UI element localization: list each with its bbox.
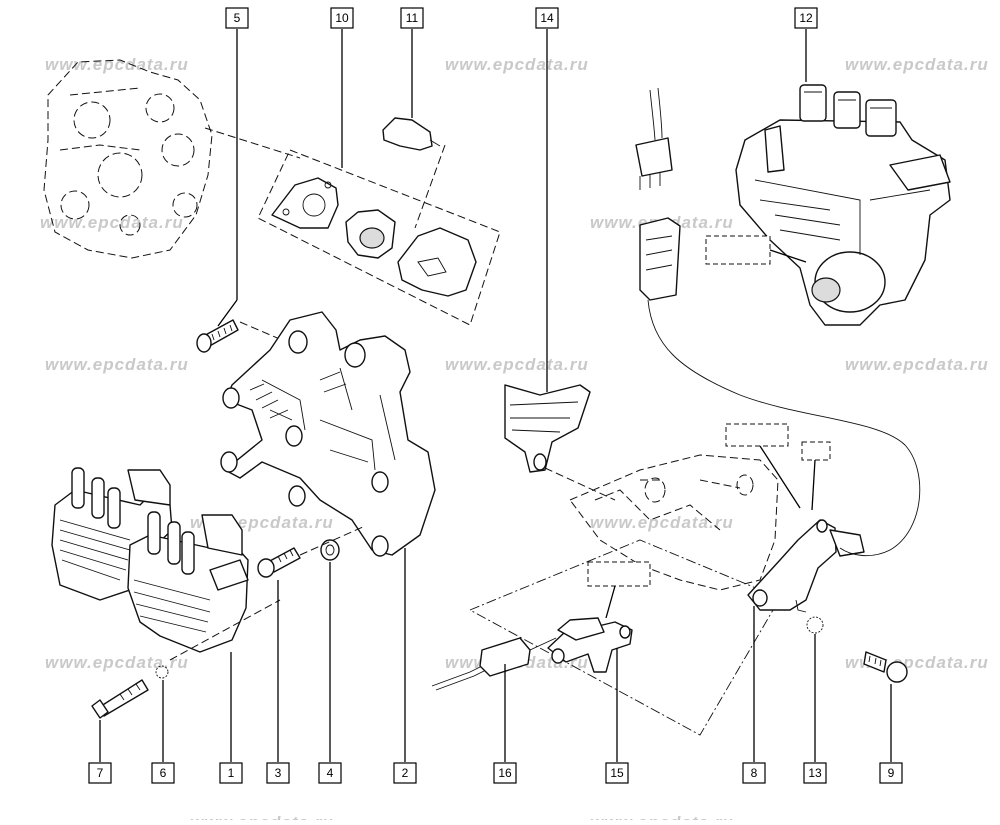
watermark: www.epcdata.ru xyxy=(45,355,189,374)
callout-label: 13 xyxy=(808,766,822,780)
heat-shield xyxy=(504,384,591,473)
callout-label: 11 xyxy=(406,11,419,25)
watermark: www.epcdata.ru xyxy=(45,55,189,74)
speed-sensor xyxy=(747,519,865,613)
callout-label: 2 xyxy=(402,766,409,780)
watermark: www.epcdata.ru xyxy=(845,355,989,374)
callout-9: 9 xyxy=(879,762,903,784)
watermark: www.epcdata.ru xyxy=(45,653,189,672)
callout-label: 1 xyxy=(228,766,235,780)
reference-box xyxy=(587,561,651,587)
bolt-3 xyxy=(257,547,301,578)
watermark: www.epcdata.ru xyxy=(590,513,734,532)
bolt-9 xyxy=(863,651,908,683)
callout-label: 15 xyxy=(610,766,624,780)
reference-box xyxy=(801,441,831,461)
callout-8: 8 xyxy=(742,762,766,784)
reference-box xyxy=(705,235,771,265)
callout-7: 7 xyxy=(88,762,112,784)
callout-13: 13 xyxy=(803,762,827,784)
callout-2: 2 xyxy=(393,762,417,784)
leader-lines xyxy=(99,29,892,762)
reference-box xyxy=(725,423,789,447)
cam-sensor-assembly-group xyxy=(257,149,501,326)
tdc-sensor xyxy=(547,617,633,673)
watermark: www.epcdata.ru xyxy=(190,813,334,820)
sensor-cable-connector xyxy=(431,637,557,691)
callout-14: 14 xyxy=(535,7,559,29)
dashed-link xyxy=(204,127,301,159)
callout-label: 9 xyxy=(888,766,895,780)
callout-label: 16 xyxy=(498,766,512,780)
callout-label: 12 xyxy=(799,11,813,25)
mounting-bracket xyxy=(220,311,436,557)
callout-label: 14 xyxy=(540,11,554,25)
mount-plane-outline xyxy=(468,539,781,736)
engine-block-illustration xyxy=(43,59,213,259)
callout-label: 3 xyxy=(275,766,282,780)
watermark: www.epcdata.ru xyxy=(445,55,589,74)
reference-arrow xyxy=(759,445,801,509)
bolt-7 xyxy=(91,679,149,719)
callout-3: 3 xyxy=(266,762,290,784)
lock-washer-6 xyxy=(155,665,169,679)
dashed-link xyxy=(169,599,281,661)
dashed-link xyxy=(544,467,616,501)
reference-arrow xyxy=(769,249,807,263)
callout-label: 6 xyxy=(160,766,167,780)
wiring-harness xyxy=(635,87,921,557)
ignition-coil-pack xyxy=(51,467,249,653)
callout-10: 10 xyxy=(330,7,354,29)
callout-1: 1 xyxy=(219,762,243,784)
callout-4: 4 xyxy=(318,762,342,784)
callout-label: 7 xyxy=(97,766,104,780)
callout-6: 6 xyxy=(151,762,175,784)
callout-16: 16 xyxy=(493,762,517,784)
washer-4 xyxy=(320,539,340,561)
gearbox-housing-illustration xyxy=(569,454,779,591)
lock-washer-13 xyxy=(806,616,824,634)
callout-11: 11 xyxy=(400,7,424,29)
reference-arrow xyxy=(605,585,616,619)
callout-15: 15 xyxy=(605,762,629,784)
reference-arrow xyxy=(811,459,816,511)
callout-12: 12 xyxy=(794,7,818,29)
ignition-module xyxy=(735,84,951,326)
callout-label: 4 xyxy=(327,766,334,780)
callout-label: 10 xyxy=(335,11,349,25)
callout-5: 5 xyxy=(225,7,249,29)
watermark: www.epcdata.ru xyxy=(40,213,184,232)
watermark: www.epcdata.ru xyxy=(590,813,734,820)
callout-label: 5 xyxy=(234,11,241,25)
callout-label: 8 xyxy=(751,766,758,780)
sensor-connector-part xyxy=(382,117,446,229)
watermark: www.epcdata.ru xyxy=(845,55,989,74)
watermark: www.epcdata.ru xyxy=(445,355,589,374)
